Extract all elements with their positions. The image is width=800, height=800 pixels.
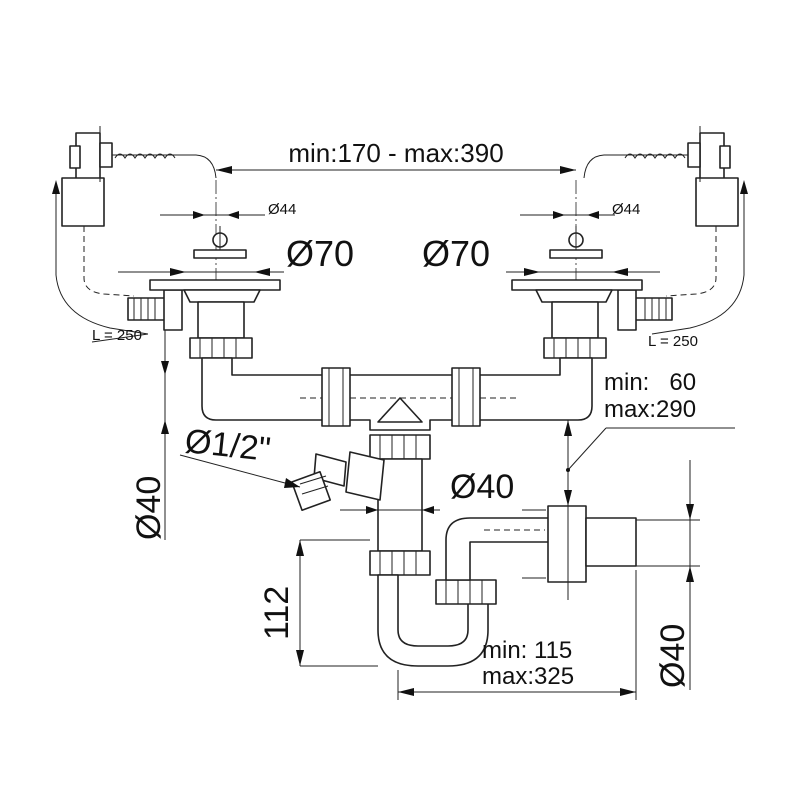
left-strainer-diameter: Ø70 <box>286 233 354 274</box>
outlet-reach-dimension: min: 115 max:325 <box>397 570 637 700</box>
outlet-diameter-dimension: Ø40 <box>636 460 700 690</box>
left-hose-connector <box>127 289 183 331</box>
left-overflow-diameter: Ø44 <box>268 201 296 218</box>
right-strainer-diameter: Ø70 <box>422 233 490 274</box>
right-hose-dimension-line <box>651 188 745 335</box>
left-pipe-dimension: Ø40 <box>130 330 169 540</box>
right-overflow-head <box>687 126 739 227</box>
bottle-trap <box>377 517 561 667</box>
overflow-span-dimension: min:170 - max:390 <box>216 138 576 174</box>
tee-offset-dimension: min: 60 max:290 <box>564 369 735 600</box>
left-strainer: Ø44 Ø70 <box>118 180 354 359</box>
trap-height-label: 112 <box>258 586 296 640</box>
left-plug-icon <box>212 226 228 250</box>
right-overflow-chain <box>583 153 688 179</box>
right-overflow-assembly: L = 250 <box>583 126 748 350</box>
outlet-reach-max: max:325 <box>482 663 574 690</box>
right-overflow-diameter: Ø44 <box>612 201 640 218</box>
appliance-inlet <box>290 451 385 512</box>
inlet-dimension: Ø1/2" <box>179 422 301 488</box>
connecting-pipe <box>201 357 593 431</box>
right-hose-length-label: L = 250 <box>648 333 698 350</box>
tailpiece-diameter-label: Ø40 <box>450 468 514 506</box>
left-pipe-diameter-label: Ø40 <box>130 476 168 540</box>
right-hose-connector <box>617 289 673 331</box>
inlet-diameter-label: Ø1/2" <box>183 422 272 469</box>
left-hose-dimension-line <box>55 188 149 335</box>
right-strainer: Ø44 Ø70 <box>422 180 660 359</box>
trap-height-dimension: 112 <box>258 539 378 667</box>
outlet-pipe <box>484 505 637 583</box>
outlet-reach-min: min: 115 <box>482 637 572 664</box>
overflow-span-label: min:170 - max:390 <box>288 138 503 168</box>
left-overflow-head <box>61 126 113 227</box>
tee-offset-min: min: 60 <box>604 369 696 396</box>
left-overflow-chain <box>112 153 217 179</box>
tee-offset-max: max:290 <box>604 396 696 423</box>
left-pipe-nut <box>321 367 351 427</box>
left-hose-length-label: L = 250 <box>92 327 142 344</box>
tailpiece-dimension: Ø40 <box>340 468 514 514</box>
right-pipe-nut <box>451 367 481 427</box>
right-overflow-hose <box>665 226 717 297</box>
left-overflow-hose <box>83 226 135 297</box>
left-overflow-assembly: L = 250 <box>52 126 217 344</box>
outlet-diameter-label: Ø40 <box>654 624 692 688</box>
trap-body <box>369 434 431 576</box>
right-plug-icon <box>568 226 584 250</box>
